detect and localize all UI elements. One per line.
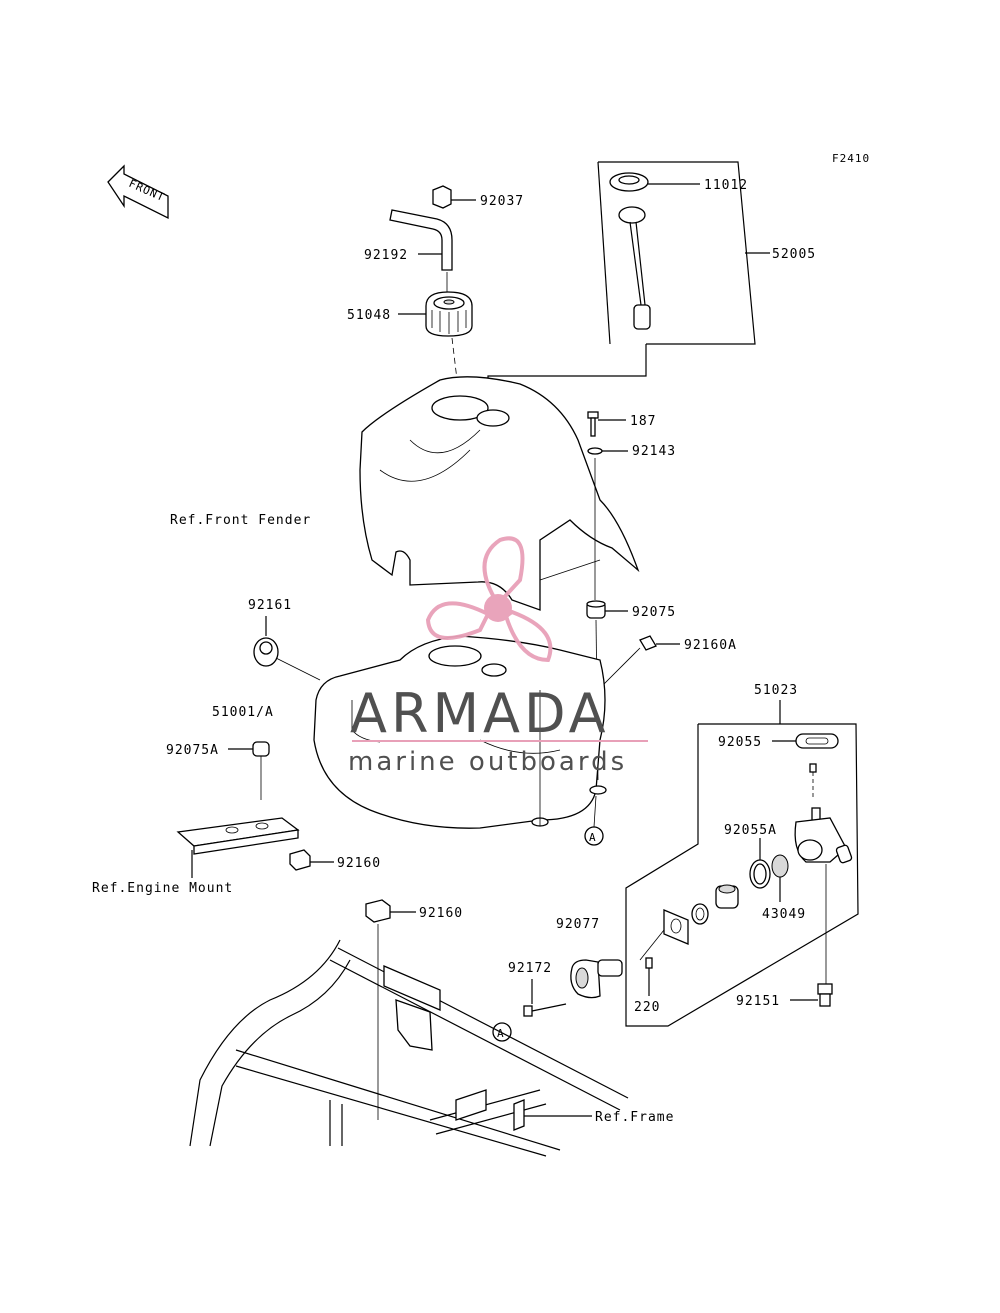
svg-text:A: A: [589, 831, 597, 844]
label-92077: 92077: [556, 917, 600, 932]
damper-92161: [253, 616, 321, 681]
fuel-cock-lever: [570, 959, 623, 999]
label-51048: 51048: [347, 308, 391, 323]
label-92160-b: 92160: [419, 906, 463, 921]
engine-mount-bracket: [176, 817, 300, 878]
small-screw: [809, 763, 817, 773]
washer-92143: [587, 447, 628, 455]
figure-code: F2410: [832, 152, 870, 165]
label-11012: 11012: [704, 178, 748, 193]
clip-92037: [432, 185, 476, 209]
label-92037: 92037: [480, 194, 524, 209]
frame: [189, 939, 629, 1157]
label-ref-engine-mount: Ref.Engine Mount: [92, 881, 233, 896]
label-51023: 51023: [754, 683, 798, 698]
screw-220: [645, 957, 653, 996]
svg-text:A: A: [497, 1027, 505, 1040]
label-92160A: 92160A: [684, 638, 737, 653]
fuel-tank-51001: [313, 635, 607, 829]
o-ring-92055A: [749, 838, 771, 889]
breather-hose-92192: [389, 209, 453, 271]
bolt-92151: [790, 983, 833, 1007]
label-187: 187: [630, 414, 656, 429]
label-92055A: 92055A: [724, 823, 777, 838]
label-51001A: 51001/A: [212, 705, 274, 720]
label-52005: 52005: [772, 247, 816, 262]
filter-43049: [771, 854, 789, 902]
fuel-cap-51048: [398, 291, 473, 337]
callout-a-upper: A: [584, 795, 604, 846]
screw-92172: [523, 979, 567, 1017]
gasket-ring-11012: [609, 172, 700, 192]
bracket-52005: [597, 161, 770, 345]
label-92172: 92172: [508, 961, 552, 976]
bracket-51023: [625, 700, 859, 1027]
label-92075A: 92075A: [166, 743, 219, 758]
valve-parts-92077: [639, 884, 739, 961]
clip-92160-a: [289, 849, 334, 871]
label-92143: 92143: [632, 444, 676, 459]
label-220: 220: [634, 1000, 660, 1015]
label-92151: 92151: [736, 994, 780, 1009]
front-direction-arrow: FRONT: [107, 164, 169, 220]
fuel-tank-cover: [359, 376, 640, 611]
label-ref-front-fender: Ref.Front Fender: [170, 513, 311, 528]
label-43049: 43049: [762, 907, 806, 922]
label-92055: 92055: [718, 735, 762, 750]
armada-watermark-logo: [425, 536, 553, 663]
label-92192: 92192: [364, 248, 408, 263]
bolt-187: [587, 411, 626, 437]
label-92075: 92075: [632, 605, 676, 620]
fuel-cock: [794, 807, 853, 984]
fuel-level-sender: [618, 206, 651, 330]
label-ref-frame: Ref.Frame: [595, 1110, 674, 1125]
label-92160-a: 92160: [337, 856, 381, 871]
watermark-brand: ARMADA: [350, 682, 610, 745]
label-92161: 92161: [248, 598, 292, 613]
grommet-92075: [586, 600, 628, 619]
callout-a-lower: A: [492, 1022, 512, 1042]
watermark-tagline: marine outboards: [348, 747, 627, 777]
gasket-92055: [772, 733, 839, 749]
grommet-92075A: [228, 741, 270, 800]
clip-92160-b: [365, 899, 416, 1120]
